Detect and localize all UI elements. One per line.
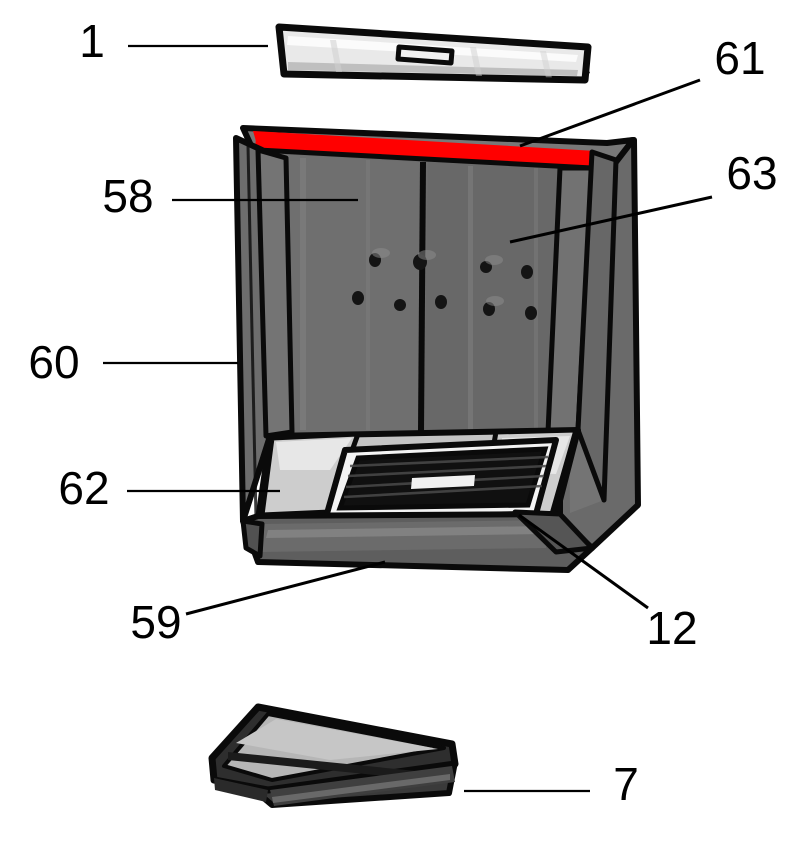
hole-4: [394, 299, 406, 311]
part-left-rear-liner-panel-58: [262, 153, 420, 433]
ash-pan-divider: [228, 752, 426, 780]
baffle-bar-right-tip: [586, 70, 590, 80]
callout-labels: 1 61 63 58 60 62 59 12 7: [28, 15, 777, 810]
right-liner-return: [575, 149, 619, 503]
left-wall-edge-line: [246, 145, 258, 519]
callout-label-7: 7: [613, 758, 639, 810]
floor-liner-group: [255, 427, 581, 523]
callout-label-63: 63: [726, 147, 777, 199]
leader-59: [185, 560, 386, 616]
rear-panel-seam: [418, 161, 426, 433]
base-plinth-top-highlight: [266, 526, 548, 538]
leader-lines: [103, 44, 713, 793]
part-left-side-liner-panel-60: [233, 135, 295, 524]
grate-handle-bar: [411, 475, 475, 489]
rear-panel-shading: [300, 158, 538, 430]
baffle-bar-streak-c: [540, 51, 552, 78]
callout-label-1: 1: [79, 15, 105, 67]
baffle-bar-streak-b: [470, 47, 482, 76]
leader-61: [519, 78, 701, 148]
hole-9: [525, 306, 537, 320]
left-wedge-highlight: [276, 438, 352, 470]
firebox-assembly: [233, 125, 641, 573]
callout-label-60: 60: [28, 336, 79, 388]
part-right-rear-liner-panel-63: [424, 162, 588, 432]
leader-63: [509, 195, 713, 244]
liner-strip-red-lower: [330, 143, 596, 167]
hole-7: [521, 265, 533, 279]
part-top-rear-liner-strip-61: [253, 131, 596, 169]
callout-label-59: 59: [130, 596, 181, 648]
baffle-bar-streak-a: [330, 40, 342, 72]
base-plinth-group: [240, 509, 595, 573]
baffle-bar-slot: [395, 44, 455, 66]
baffle-bar-lower-shade: [288, 62, 578, 76]
callout-label-12: 12: [646, 602, 697, 654]
part-top-baffle-bar: [275, 23, 592, 84]
leader-12: [518, 513, 649, 610]
ash-pan-floor-highlight: [236, 719, 438, 760]
part-right-front-base-corner-12: [512, 509, 595, 555]
left-front-base-corner: [240, 518, 265, 559]
callout-label-61: 61: [714, 32, 765, 84]
ash-pan-front-highlight: [272, 774, 450, 803]
hole-5: [435, 295, 447, 309]
callout-label-62: 62: [58, 462, 109, 514]
ash-pan-left-face: [214, 778, 268, 802]
part-ash-pan-drawer-7: [208, 703, 459, 808]
hole-highlights: [372, 248, 504, 306]
callout-label-58: 58: [102, 170, 153, 222]
hole-3: [352, 291, 364, 305]
left-side-wall-inner-flange: [255, 147, 295, 439]
